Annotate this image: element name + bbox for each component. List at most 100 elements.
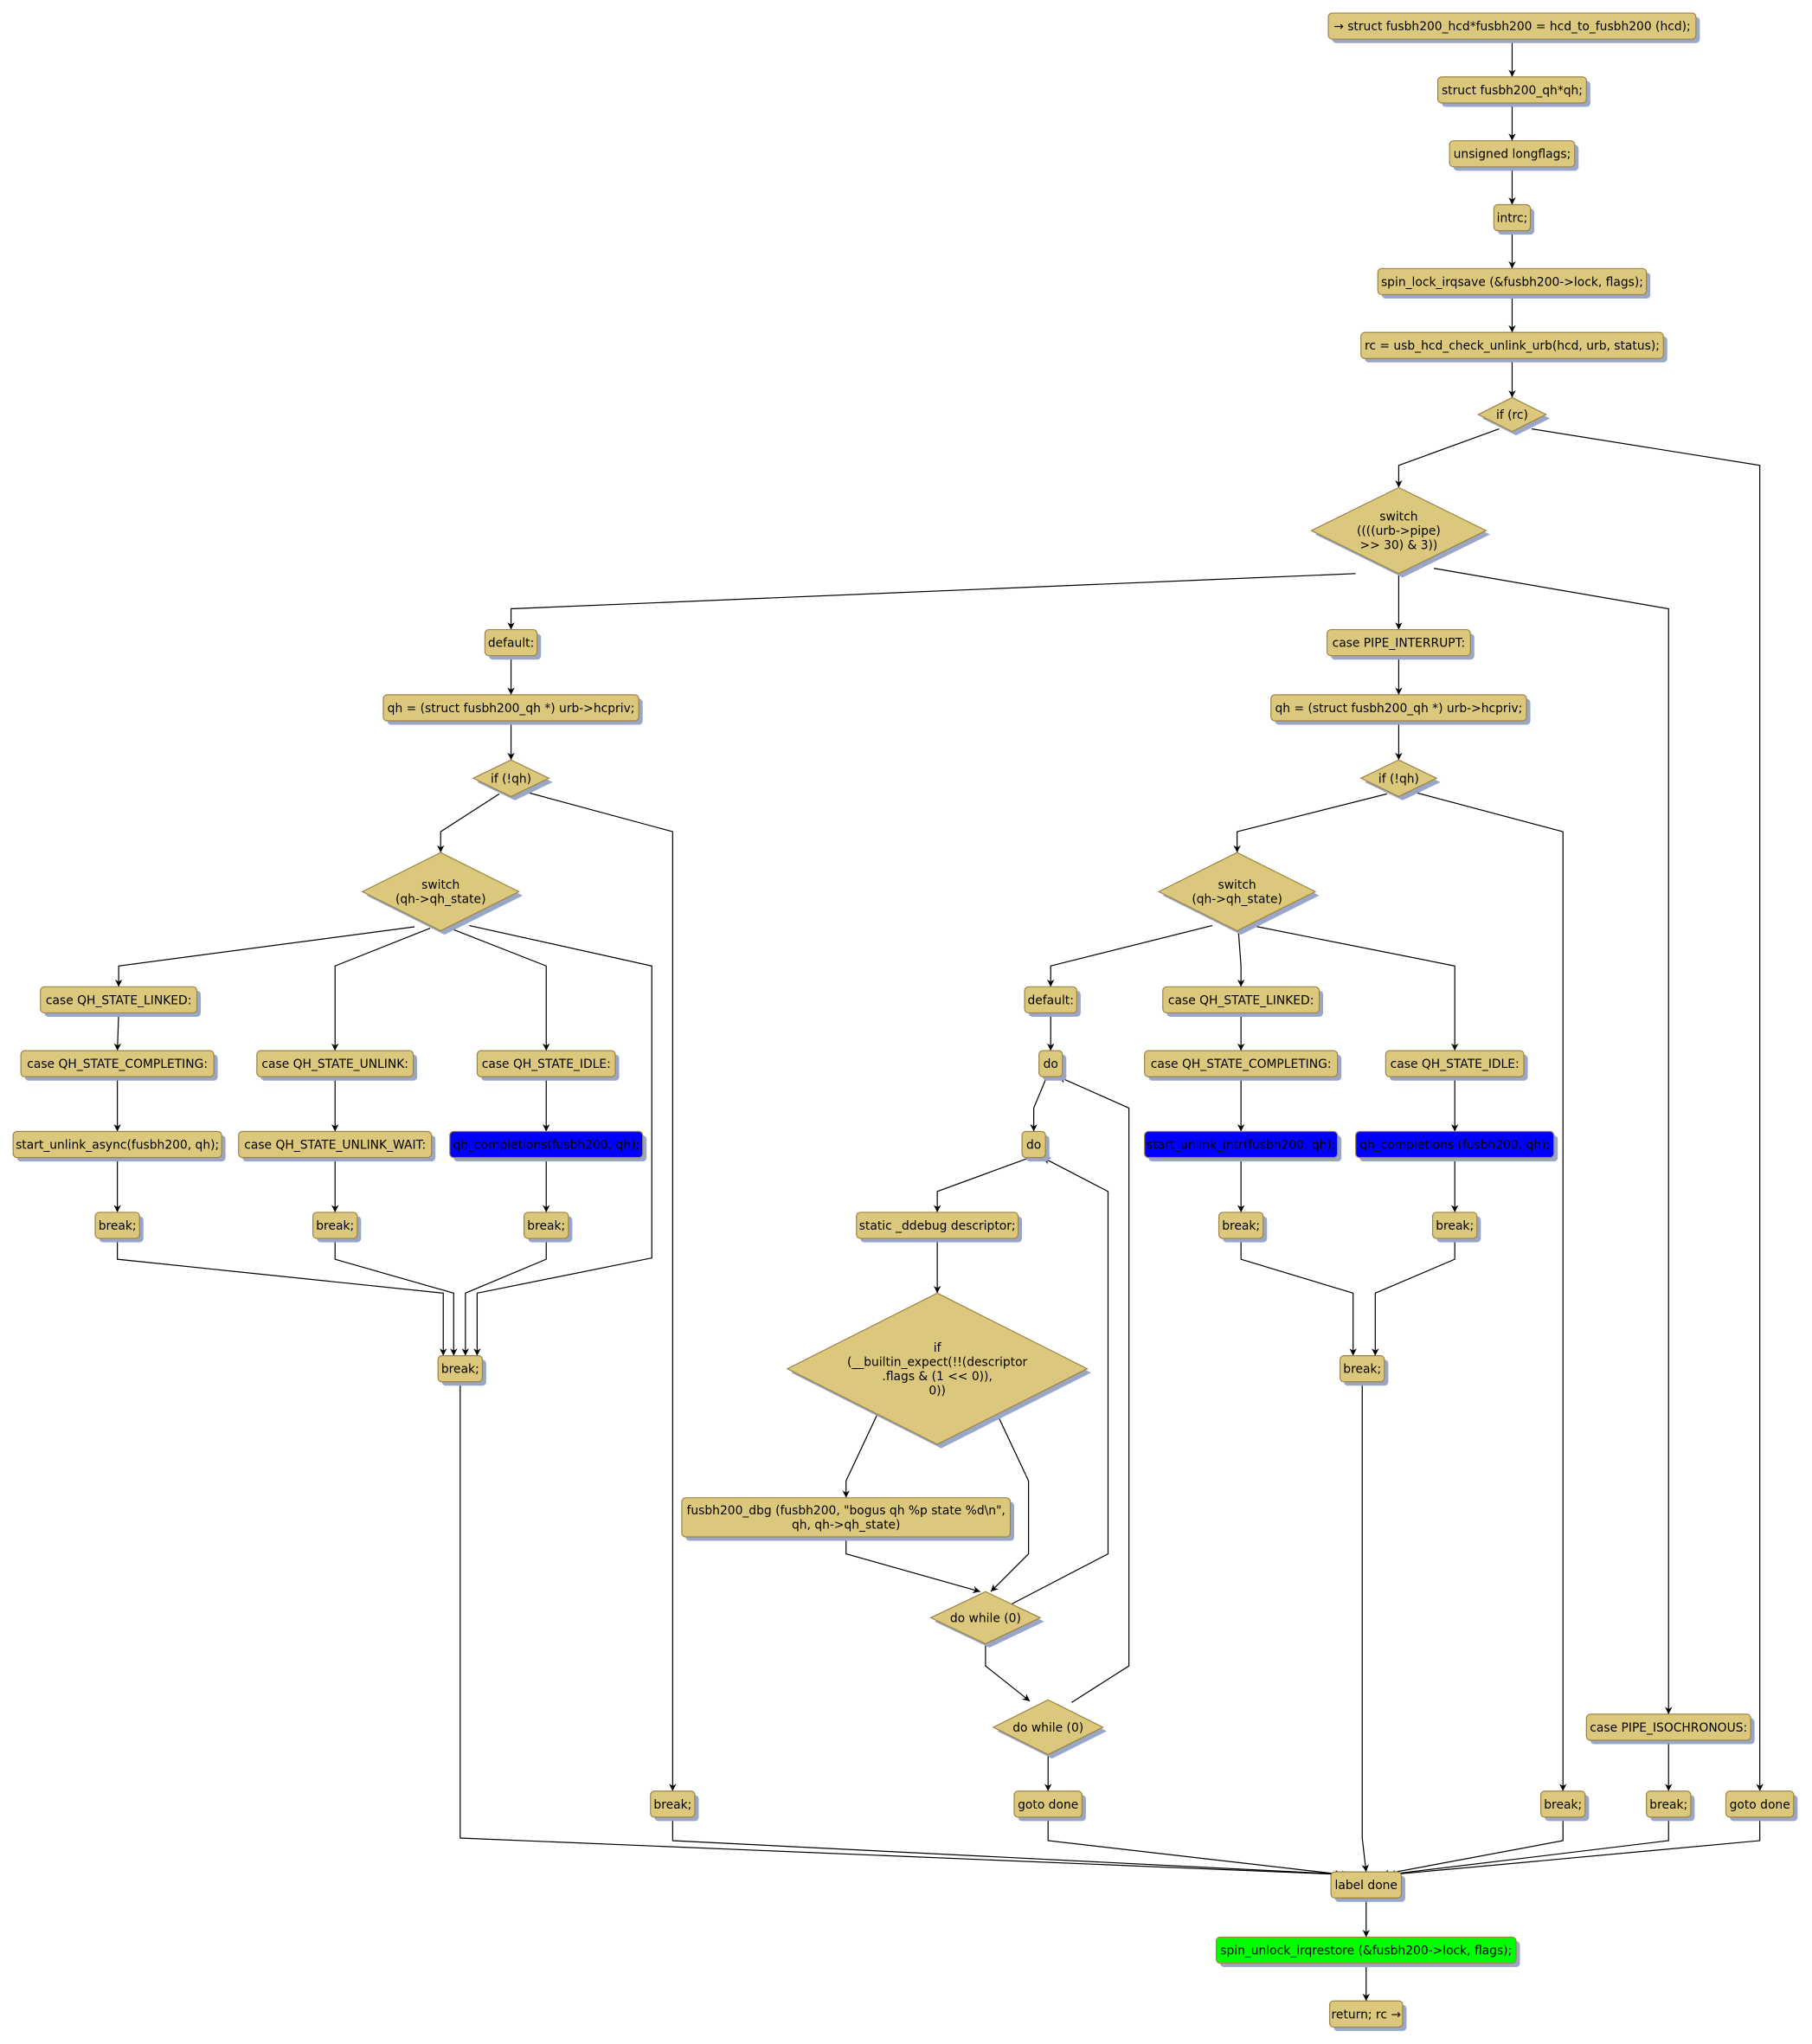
node-label: fusbh200_dbg (fusbh200, "bogus qh %p sta… xyxy=(687,1504,1006,1533)
flow-arrow xyxy=(461,1238,547,1356)
node-label: → struct fusbh200_hcd*fusbh200 = hcd_to_… xyxy=(1333,20,1690,34)
node-label-line: do xyxy=(1026,1139,1041,1153)
flow-arrow xyxy=(1237,930,1245,987)
node-label-line: intrc; xyxy=(1497,212,1528,226)
node-shape xyxy=(476,1050,616,1077)
node-label-line: spin_unlock_irqrestore (&fusbh200->lock,… xyxy=(1220,1944,1512,1958)
node-shape xyxy=(1449,140,1576,168)
node-label-line: fusbh200_dbg (fusbh200, "bogus qh %p sta… xyxy=(687,1504,1006,1518)
statement-node-isobrk: break; xyxy=(1646,1790,1695,1822)
statement-node-n5: spin_lock_irqsave (&fusbh200->lock, flag… xyxy=(1377,267,1651,299)
decision-node-rif: if (!qh) xyxy=(1359,759,1441,800)
flow-arrow xyxy=(1395,428,1500,488)
node-shape xyxy=(1377,267,1648,296)
node-label: break; xyxy=(1544,1798,1582,1812)
flow-arrow xyxy=(842,1414,878,1498)
node-label: default: xyxy=(1028,993,1074,1007)
node-label: switch((((urb->pipe)>> 30) & 3)) xyxy=(1357,510,1441,552)
node-label-line: if (!qh) xyxy=(1378,772,1419,786)
node-shape xyxy=(1646,1790,1692,1818)
node-shape xyxy=(1476,396,1547,433)
node-label-line: label done xyxy=(1335,1879,1398,1893)
node-shape xyxy=(1144,1050,1339,1077)
node-label-line: break; xyxy=(1649,1798,1687,1812)
node-label-line: break; xyxy=(316,1219,354,1233)
node-label-line: default: xyxy=(1028,993,1074,1007)
node-label-line: case PIPE_ISOCHRONOUS: xyxy=(1590,1721,1747,1735)
statement-node-rqh: qh = (struct fusbh200_qh *) urb->hcpriv; xyxy=(1270,694,1531,725)
node-shape xyxy=(1340,1355,1385,1383)
statement-node-n1: → struct fusbh200_hcd*fusbh200 = hcd_to_… xyxy=(1327,12,1700,43)
statement-node-rbrk3: break; xyxy=(1540,1790,1590,1822)
statement-node-rcompl: case QH_STATE_COMPLETING: xyxy=(1144,1050,1342,1081)
statement-node-lunwait: case QH_STATE_UNLINK_WAIT: xyxy=(238,1130,436,1162)
node-label-line: qh_completions(fusbh200, qh); xyxy=(453,1139,639,1153)
statement-node-rbrk2: break; xyxy=(1431,1212,1481,1243)
node-shape xyxy=(449,1130,644,1159)
node-shape xyxy=(992,1699,1104,1756)
node-label: break; xyxy=(1649,1798,1687,1812)
node-shape xyxy=(1021,1130,1046,1159)
flow-arrow xyxy=(527,792,677,1791)
node-label-line: break; xyxy=(441,1363,479,1377)
node-shape xyxy=(1540,1790,1586,1818)
node-label: unsigned longflags; xyxy=(1454,148,1571,162)
node-label-line: do while (0) xyxy=(950,1611,1021,1625)
flow-arrow xyxy=(113,1012,122,1051)
node-label: qh_completions(fusbh200, qh); xyxy=(453,1139,639,1153)
node-label: rc = usb_hcd_check_unlink_urb(hcd, urb, … xyxy=(1365,339,1660,353)
node-label-line: qh = (struct fusbh200_qh *) urb->hcpriv; xyxy=(388,702,635,716)
node-label-line: start_unlink_intr(fusbh200, qh); xyxy=(1147,1139,1336,1153)
statement-node-lmerge: break; xyxy=(437,1355,486,1386)
node-label: label done xyxy=(1335,1879,1398,1893)
statement-node-do2: do xyxy=(1021,1130,1050,1162)
node-label-line: break; xyxy=(99,1219,137,1233)
flow-arrow xyxy=(1531,428,1764,1791)
statement-node-lunlink: case QH_STATE_UNLINK: xyxy=(256,1050,418,1081)
node-shape xyxy=(40,986,198,1014)
node-shape xyxy=(1144,1130,1339,1159)
node-label: case QH_STATE_COMPLETING: xyxy=(27,1057,208,1071)
node-shape xyxy=(524,1212,569,1239)
flow-arrow xyxy=(1381,1816,1564,1877)
statement-node-rqhc: qh_completions (fusbh200, qh); xyxy=(1355,1130,1558,1162)
node-label: qh_completions (fusbh200, qh); xyxy=(1359,1139,1550,1153)
node-shape xyxy=(382,694,639,722)
node-label: case QH_STATE_IDLE: xyxy=(482,1057,611,1071)
node-label-line: goto done xyxy=(1730,1798,1790,1812)
node-label-line: case QH_STATE_UNLINK: xyxy=(261,1057,408,1071)
statement-node-goto1: goto done xyxy=(1013,1790,1086,1822)
statement-node-rint: case PIPE_INTERRUPT: xyxy=(1326,628,1475,660)
statement-node-lqhc: qh_completions(fusbh200, qh); xyxy=(449,1130,647,1162)
flow-arrow xyxy=(437,793,500,853)
decision-node-dw2: do while (0) xyxy=(992,1699,1107,1759)
node-label: if (rc) xyxy=(1496,408,1528,422)
node-shape xyxy=(1725,1790,1795,1818)
flow-arrow xyxy=(845,1537,981,1594)
node-label: spin_lock_irqsave (&fusbh200->lock, flag… xyxy=(1381,275,1643,289)
node-label: break; xyxy=(99,1219,137,1233)
node-label-line: if xyxy=(934,1341,942,1355)
node-label: spin_unlock_irqrestore (&fusbh200->lock,… xyxy=(1220,1944,1512,1958)
flow-arrow xyxy=(1010,1157,1109,1605)
node-label-line: qh = (struct fusbh200_qh *) urb->hcpriv; xyxy=(1275,702,1523,716)
node-label-line: case QH_STATE_LINKED: xyxy=(46,993,191,1007)
node-shape xyxy=(650,1790,696,1818)
node-label-line: 0)) xyxy=(928,1385,946,1398)
node-label-line: unsigned longflags; xyxy=(1454,148,1571,162)
node-label-line: case QH_STATE_IDLE: xyxy=(1391,1057,1520,1071)
statement-node-dbg: fusbh200_dbg (fusbh200, "bogus qh %p sta… xyxy=(681,1497,1015,1541)
node-label-line: case PIPE_INTERRUPT: xyxy=(1333,637,1466,651)
node-shape xyxy=(94,1212,140,1239)
node-shape xyxy=(238,1130,433,1159)
node-shape xyxy=(681,1497,1012,1538)
node-label-line: (__builtin_expect(!!(descriptor xyxy=(847,1355,1028,1369)
statement-node-lstart: start_unlink_async(fusbh200, qh); xyxy=(12,1130,226,1162)
node-label: break; xyxy=(527,1219,565,1233)
statement-node-do1: do xyxy=(1038,1050,1067,1081)
node-label: break; xyxy=(316,1219,354,1233)
node-label-line: rc = usb_hcd_check_unlink_urb(hcd, urb, … xyxy=(1365,339,1660,353)
node-shape xyxy=(472,759,550,798)
node-shape xyxy=(20,1050,215,1077)
